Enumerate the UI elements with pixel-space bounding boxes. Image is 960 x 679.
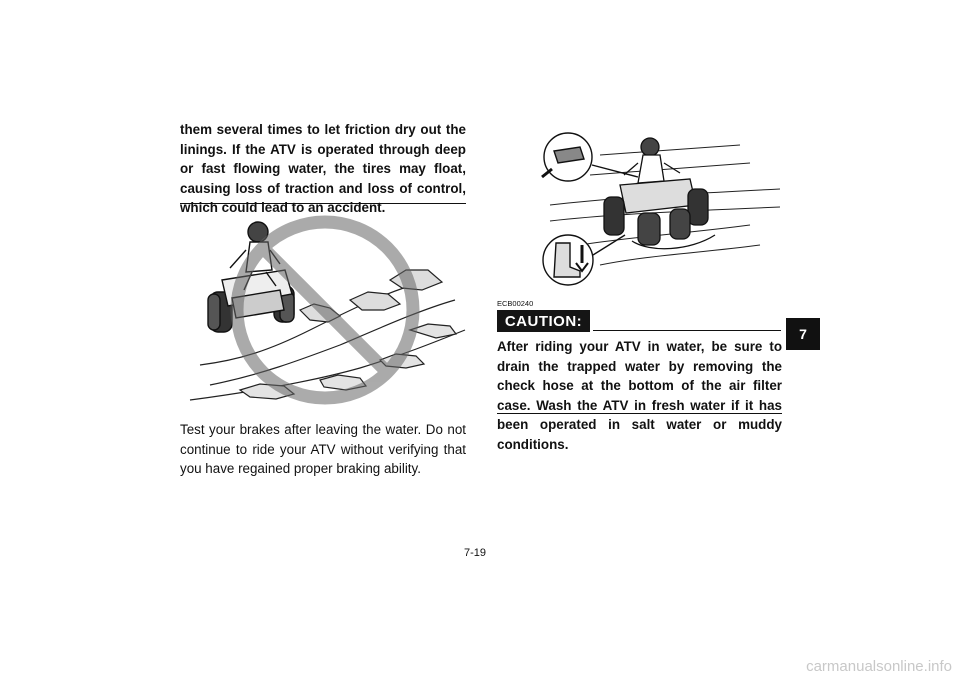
- watermark: carmanualsonline.info: [806, 658, 952, 675]
- boot-inset-icon: [542, 234, 626, 286]
- caution-top-rule: [593, 330, 781, 331]
- brake-test-paragraph: Test your brakes after leaving the water…: [180, 422, 466, 476]
- caution-code: ECB00240: [497, 299, 534, 308]
- deep-water-prohibited-illustration: [189, 215, 466, 405]
- atv-water-riding-illustration: [541, 132, 781, 286]
- section-tab: 7: [786, 318, 820, 350]
- page-number: 7-19: [464, 547, 487, 559]
- left-column: them several times to let friction dry o…: [180, 120, 466, 218]
- caution-label: CAUTION:: [497, 310, 590, 332]
- warning-end-rule: [180, 203, 466, 204]
- caution-paragraph: After riding your ATV in water, be sure …: [497, 339, 782, 452]
- caution-bottom-rule: [497, 413, 782, 414]
- atv-drawing: [603, 137, 716, 250]
- warning-continuation-text: them several times to let friction dry o…: [180, 122, 466, 215]
- prohibited-sign-icon: [230, 215, 420, 405]
- throttle-inset-icon: [541, 132, 639, 182]
